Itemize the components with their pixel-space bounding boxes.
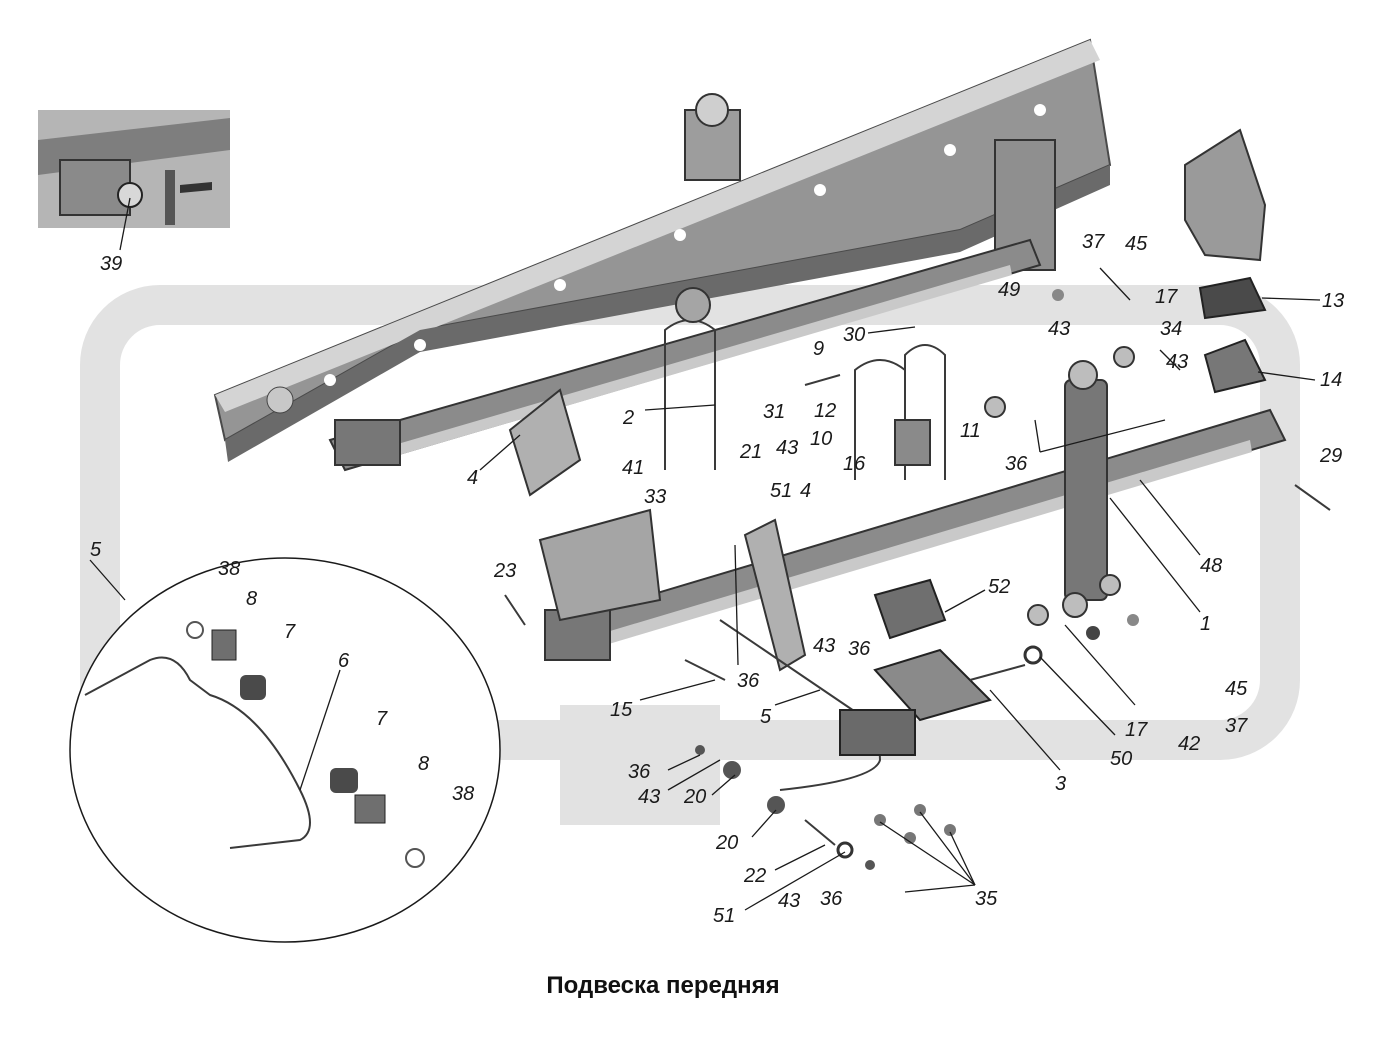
callout-39: 39 bbox=[100, 253, 122, 275]
callout-36: 36 bbox=[1005, 453, 1028, 475]
callout-1: 1 bbox=[1200, 613, 1211, 635]
callout-42: 42 bbox=[1178, 733, 1200, 755]
u-bolts bbox=[664, 287, 946, 480]
callout-9: 9 bbox=[813, 338, 824, 360]
callout-31: 31 bbox=[763, 401, 785, 423]
callout-43: 43 bbox=[776, 437, 798, 459]
callout-17: 17 bbox=[1125, 719, 1148, 741]
callout-labels: 39 37 45 49 17 13 30 9 43 34 43 14 2 31 … bbox=[90, 231, 1344, 927]
callout-45: 45 bbox=[1225, 678, 1248, 700]
callout-10: 10 bbox=[810, 428, 832, 450]
callout-36: 36 bbox=[820, 888, 843, 910]
callout-48: 48 bbox=[1200, 555, 1222, 577]
callout-43: 43 bbox=[1166, 351, 1188, 373]
spring-seat-plate bbox=[873, 648, 1026, 722]
callout-33: 33 bbox=[644, 486, 666, 508]
callout-22: 22 bbox=[743, 865, 766, 887]
callout-15: 15 bbox=[610, 699, 633, 721]
callout-37: 37 bbox=[1082, 231, 1105, 253]
callout-7: 7 bbox=[284, 621, 296, 643]
callout-34: 34 bbox=[1160, 318, 1182, 340]
callout-43: 43 bbox=[778, 890, 800, 912]
bumper-13 bbox=[1198, 276, 1267, 320]
callout-4: 4 bbox=[800, 480, 811, 502]
frame-rail bbox=[213, 38, 1112, 462]
callout-11: 11 bbox=[960, 420, 981, 442]
callout-2: 2 bbox=[622, 407, 634, 429]
callout-8: 8 bbox=[246, 588, 257, 610]
shackle-front bbox=[743, 518, 807, 672]
callout-51: 51 bbox=[770, 480, 792, 502]
spring-bracket-lower-left bbox=[538, 508, 662, 661]
callout-20: 20 bbox=[683, 786, 706, 808]
callout-3: 3 bbox=[1055, 773, 1066, 795]
callout-36: 36 bbox=[737, 670, 760, 692]
callout-17: 17 bbox=[1155, 286, 1178, 308]
callout-43: 43 bbox=[1048, 318, 1070, 340]
callout-45: 45 bbox=[1125, 233, 1148, 255]
callout-30: 30 bbox=[843, 324, 865, 346]
diagram-caption: Подвеска передняя bbox=[546, 972, 780, 999]
small-hardware bbox=[504, 289, 1331, 870]
spring-bracket-upper-left bbox=[334, 419, 401, 466]
leader-lines bbox=[89, 197, 1321, 911]
callout-16: 16 bbox=[843, 453, 866, 475]
stabilizer-detail-circle bbox=[69, 557, 501, 943]
callout-13: 13 bbox=[1322, 290, 1344, 312]
callout-8: 8 bbox=[418, 753, 429, 775]
callout-41: 41 bbox=[622, 457, 644, 479]
callout-23: 23 bbox=[493, 560, 516, 582]
callout-43: 43 bbox=[813, 635, 835, 657]
callout-51: 51 bbox=[713, 905, 735, 927]
callout-4: 4 bbox=[467, 467, 478, 489]
callout-7: 7 bbox=[376, 708, 388, 730]
shackle-rear bbox=[508, 388, 582, 497]
callout-38: 38 bbox=[218, 558, 240, 580]
callout-50: 50 bbox=[1110, 748, 1132, 770]
callout-38: 38 bbox=[452, 783, 474, 805]
bracket-top-right bbox=[1184, 128, 1267, 262]
callout-36: 36 bbox=[628, 761, 651, 783]
callout-37: 37 bbox=[1225, 715, 1248, 737]
callout-6: 6 bbox=[338, 650, 350, 672]
stabilizer-bar-installed bbox=[719, 619, 916, 791]
callout-5: 5 bbox=[90, 539, 102, 561]
frame-bracket-rear bbox=[684, 93, 741, 181]
callout-5: 5 bbox=[760, 706, 772, 728]
callout-20: 20 bbox=[715, 832, 738, 854]
callout-52: 52 bbox=[988, 576, 1010, 598]
callout-29: 29 bbox=[1319, 445, 1342, 467]
callout-12: 12 bbox=[814, 400, 836, 422]
callout-49: 49 bbox=[998, 279, 1020, 301]
spring-pad bbox=[873, 578, 947, 640]
bumper-14 bbox=[1203, 338, 1267, 394]
callout-21: 21 bbox=[739, 441, 762, 463]
shock-absorber bbox=[1062, 360, 1108, 618]
callout-14: 14 bbox=[1320, 369, 1342, 391]
callout-35: 35 bbox=[975, 888, 998, 910]
callout-43: 43 bbox=[638, 786, 660, 808]
callout-36: 36 bbox=[848, 638, 871, 660]
inset-bracket-detail bbox=[38, 110, 230, 228]
